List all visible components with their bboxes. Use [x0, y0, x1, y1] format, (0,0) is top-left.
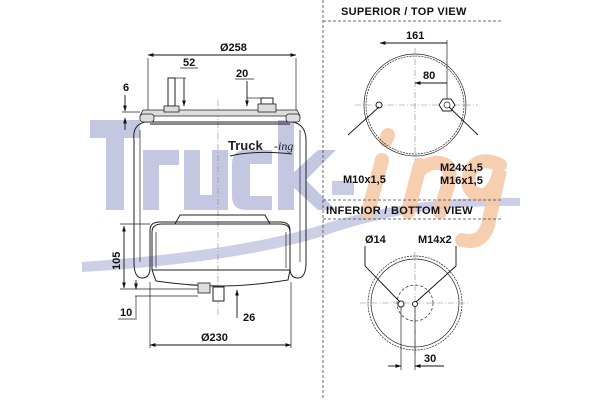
bottom-view-title: INFERIOR / BOTTOM VIEW [326, 205, 473, 217]
dim-piston-height: 105 [111, 252, 123, 270]
dim-bottom-diameter: Ø230 [201, 332, 228, 344]
label-right-thread-2: M16x1,5 [440, 175, 483, 187]
label-left-thread: M10x1,5 [343, 174, 386, 186]
bottom-view: INFERIOR / BOTTOM VIEW Ø14 M14x2 30 [326, 205, 473, 370]
dim-stud-offset-right: 20 [236, 68, 248, 80]
top-view: SUPERIOR / TOP VIEW 161 80 M10x1,5 M24x1… [341, 6, 483, 187]
side-view: Truck -ing Ø258 52 20 6 105 10 26 Ø23 [111, 42, 307, 348]
label-hole: Ø14 [365, 234, 387, 246]
dim-hole-spacing: 161 [406, 30, 424, 42]
brand-logo: Truck -ing [228, 138, 293, 157]
label-thread: M14x2 [418, 234, 452, 246]
dim-base-offset: 10 [120, 307, 132, 319]
dim-bottom-offset: 30 [424, 353, 436, 365]
brand-logo-main: Truck [228, 138, 263, 153]
top-view-title: SUPERIOR / TOP VIEW [341, 6, 467, 18]
dim-center-offset: 80 [423, 70, 435, 82]
watermark [82, 120, 520, 272]
dim-bottom-stud: 26 [243, 312, 255, 324]
dim-stud-offset: 52 [183, 57, 195, 69]
watermark-letters-main [90, 120, 336, 210]
dim-top-diameter: Ø258 [220, 42, 247, 54]
watermark-swoosh [82, 197, 520, 272]
label-right-thread-1: M24x1,5 [440, 162, 483, 174]
dim-plate-height: 6 [123, 82, 129, 94]
watermark-letters-suffix [332, 128, 507, 248]
brand-logo-suffix: -ing [274, 139, 293, 153]
